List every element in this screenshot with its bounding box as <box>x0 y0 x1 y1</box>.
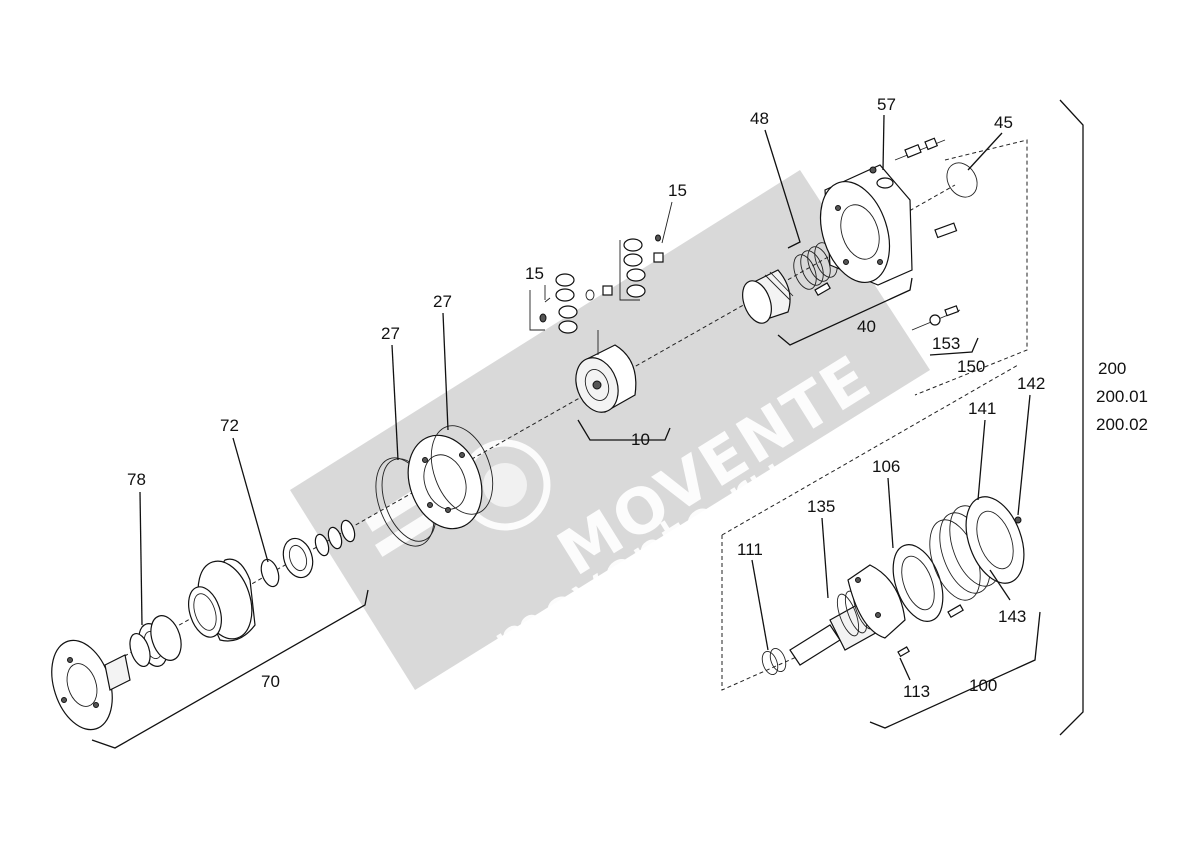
label-141: 141 <box>968 399 997 418</box>
leader-72 <box>232 437 269 563</box>
bracket-200 <box>1059 99 1084 736</box>
part-78-flange <box>51 615 182 731</box>
leader-57 <box>882 114 885 171</box>
label-143: 143 <box>998 607 1027 626</box>
bracket-40 <box>777 277 913 346</box>
label-111: 111 <box>737 540 763 559</box>
part-15-valve-group-b <box>619 234 664 301</box>
part-15-valve-group-a <box>529 273 613 334</box>
leader-27a <box>391 344 399 461</box>
label-57: 57 <box>877 95 896 114</box>
label-142: 142 <box>1017 374 1046 393</box>
leader-135 <box>821 517 829 599</box>
label-100: 100 <box>969 676 998 695</box>
part-48-spring <box>793 242 838 297</box>
leader-143 <box>989 569 1011 601</box>
group-100-box <box>721 535 881 691</box>
bracket-153 <box>929 337 979 356</box>
label-200-01: 200.01 <box>1096 387 1148 406</box>
leader-78 <box>139 491 143 626</box>
label-72: 72 <box>220 416 239 435</box>
group-150-box <box>914 139 1028 396</box>
label-113: 113 <box>903 682 931 701</box>
label-70: 70 <box>261 672 280 691</box>
label-40: 40 <box>857 317 876 336</box>
leader-48 <box>764 129 801 249</box>
part-27-rings <box>375 425 494 547</box>
bracket-100 <box>869 611 1041 729</box>
part-10-rotor <box>575 344 637 413</box>
label-153: 153 <box>932 334 961 353</box>
part-57-plug <box>869 137 946 174</box>
label-150: 150 <box>957 357 986 376</box>
part-106-housing <box>847 544 964 658</box>
label-200-02: 200.02 <box>1096 415 1148 434</box>
label-27b: 27 <box>433 292 452 311</box>
leader-106 <box>887 477 894 549</box>
part-40-coupling <box>742 269 794 324</box>
part-153-valve <box>911 305 961 331</box>
label-106: 106 <box>872 457 901 476</box>
part-45-oring <box>946 162 978 198</box>
leader-142 <box>1017 394 1031 516</box>
leader-141 <box>977 419 986 501</box>
label-48: 48 <box>750 109 769 128</box>
bracket-10 <box>577 419 671 441</box>
part-141-plate <box>929 496 1025 601</box>
label-15b: 15 <box>668 181 687 200</box>
group-100-line <box>721 364 1019 536</box>
leader-15b <box>661 201 673 244</box>
leader-113 <box>899 657 911 681</box>
bracket-70 <box>91 589 369 749</box>
part-70-cone <box>188 558 256 642</box>
leader-27b <box>442 312 449 431</box>
label-10: 10 <box>631 430 650 449</box>
part-cover-housing <box>819 164 958 286</box>
leader-111 <box>751 559 769 651</box>
label-45: 45 <box>994 113 1013 132</box>
label-27a: 27 <box>381 324 400 343</box>
label-78: 78 <box>127 470 146 489</box>
label-135: 135 <box>807 497 836 516</box>
part-72-bearing <box>260 519 356 588</box>
leader-45 <box>967 132 1003 171</box>
label-15a: 15 <box>525 264 544 283</box>
label-200: 200 <box>1098 359 1127 378</box>
